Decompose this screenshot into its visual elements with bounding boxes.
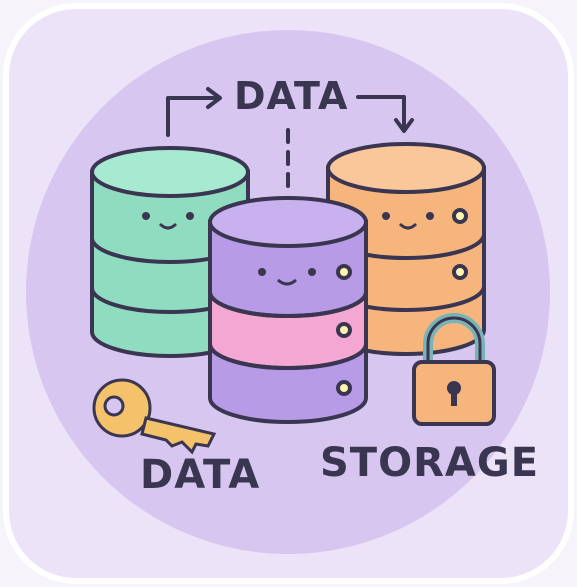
purple-database-icon — [208, 196, 368, 424]
padlock-icon — [412, 313, 496, 426]
top-data-label: DATA — [234, 74, 349, 118]
arrow-icon — [166, 87, 414, 188]
data-label: DATA — [140, 452, 261, 498]
storage-label: STORAGE — [320, 440, 540, 486]
key-icon — [92, 378, 217, 455]
